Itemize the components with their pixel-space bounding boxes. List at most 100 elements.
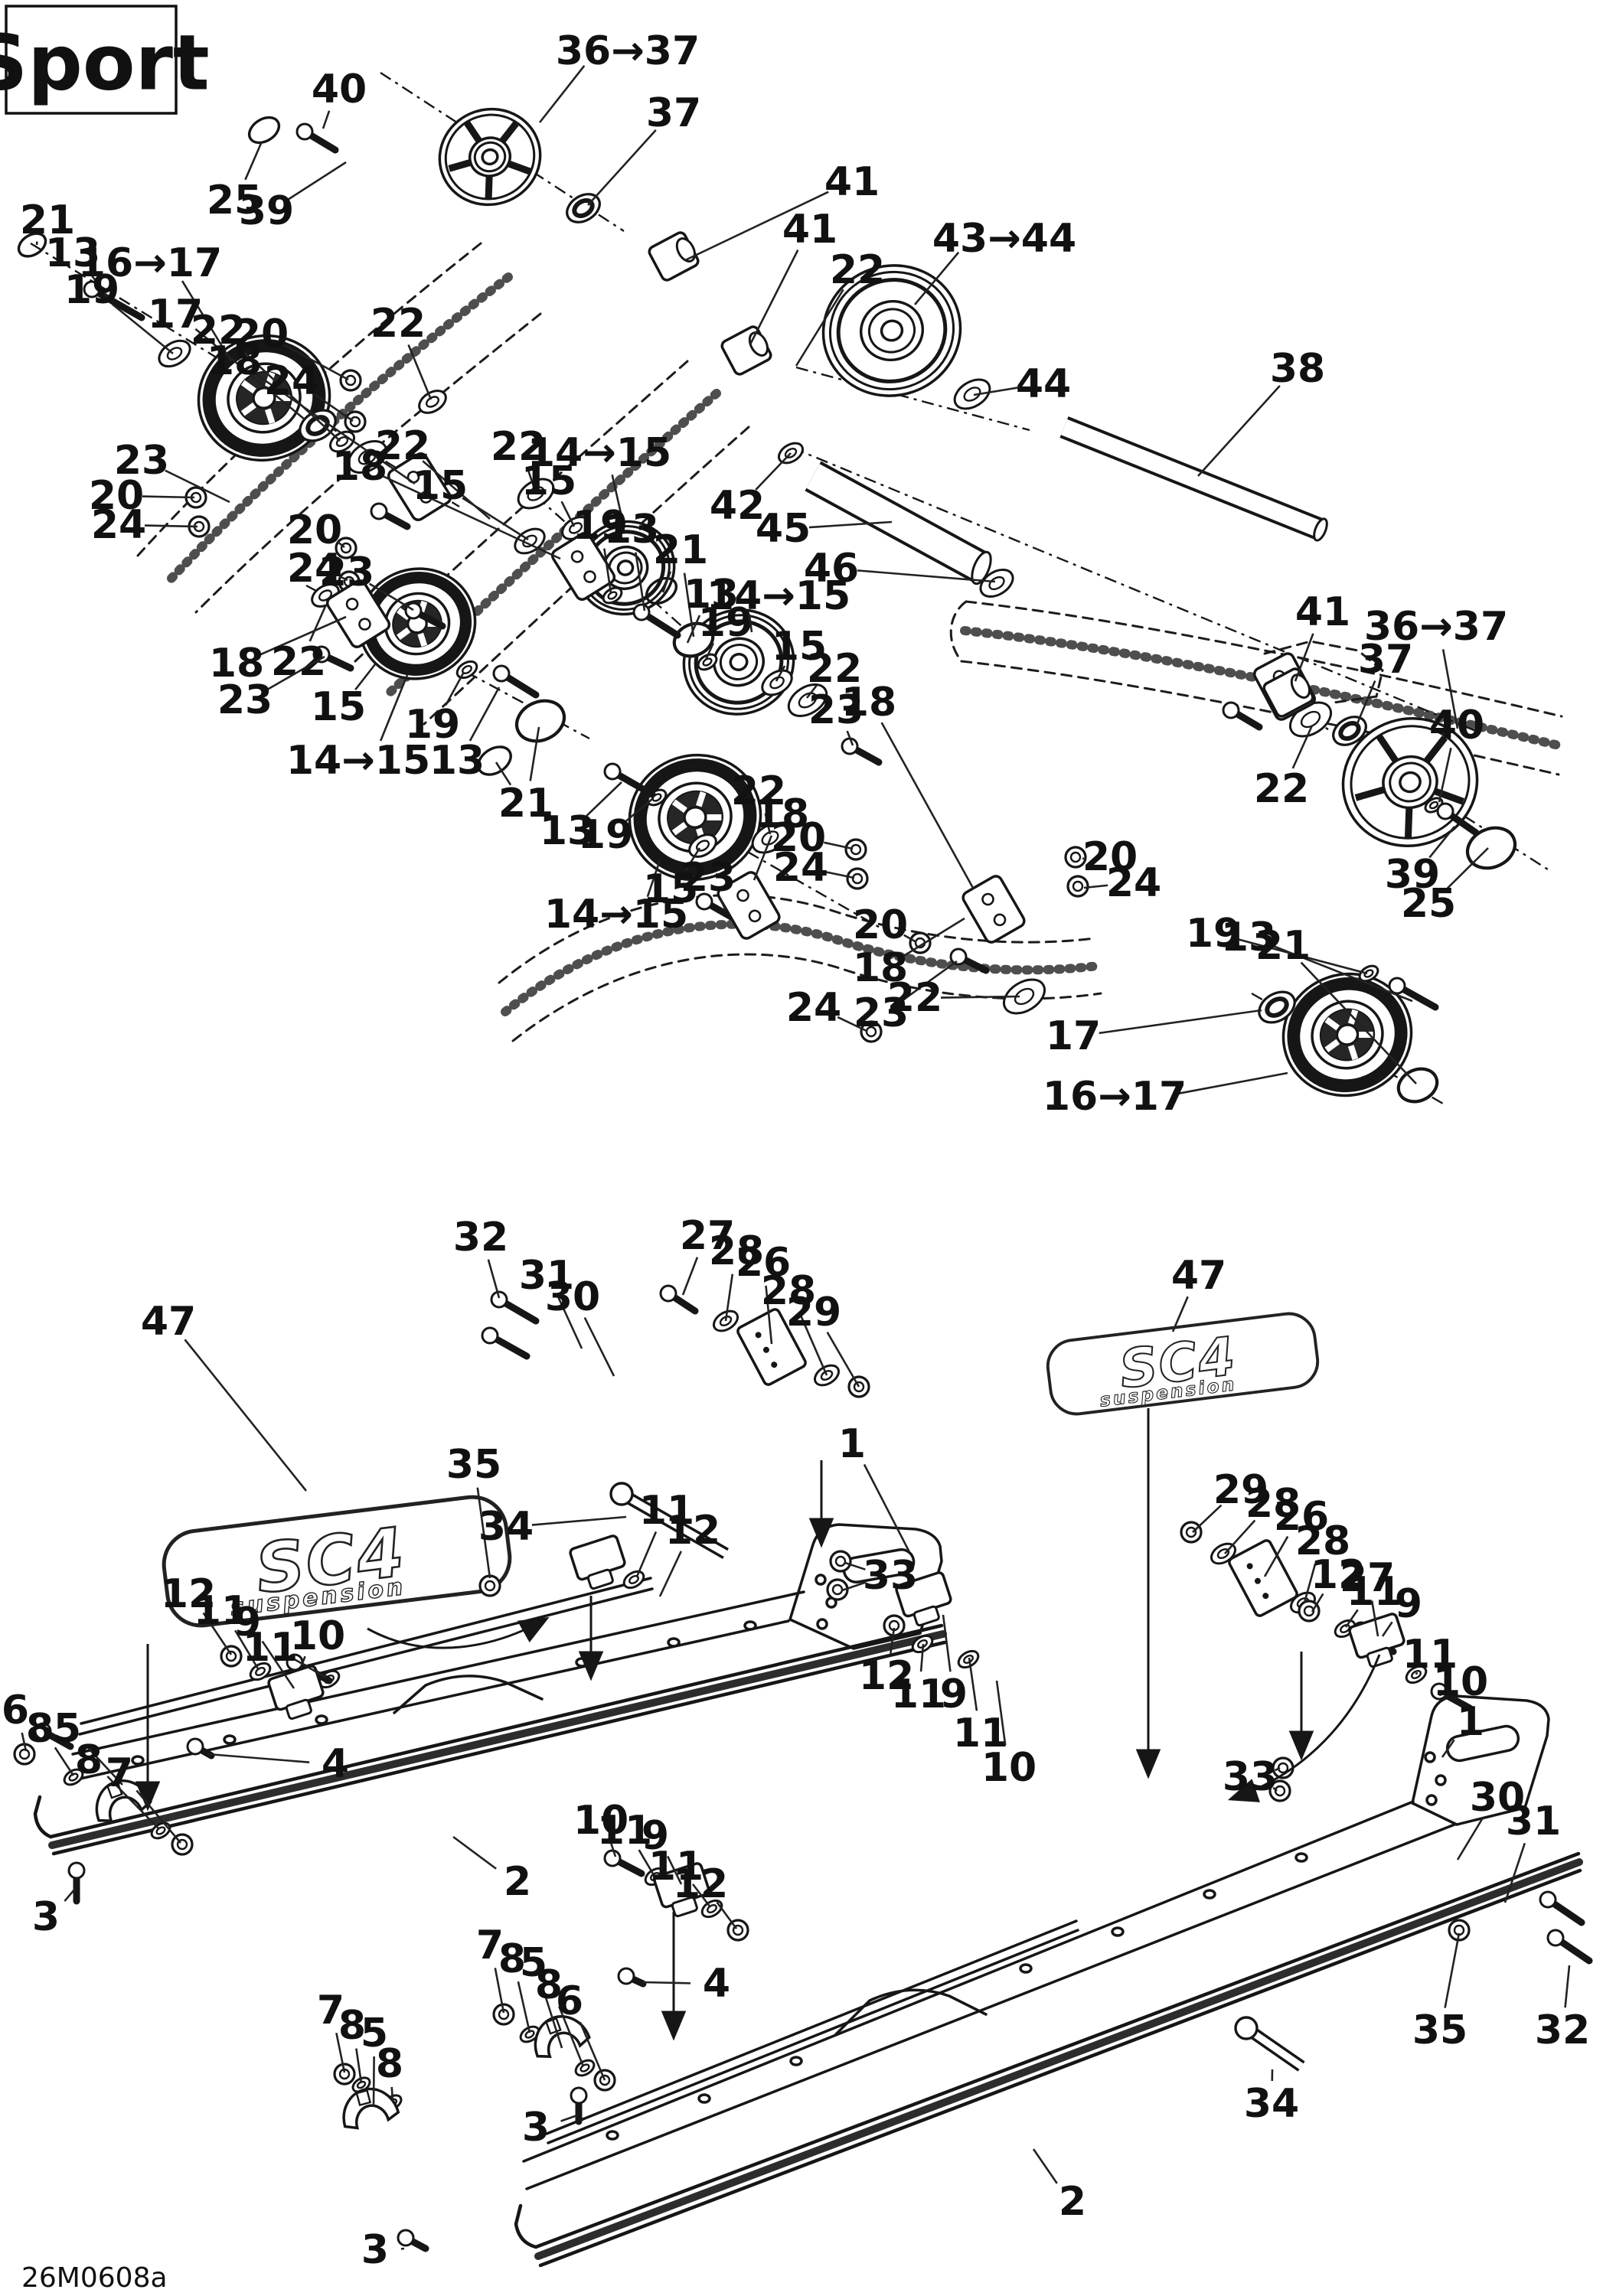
leader-line xyxy=(538,65,586,123)
callout-2: 2 xyxy=(452,1835,531,1905)
callout-11: 11 xyxy=(648,1844,712,1908)
leader-line xyxy=(64,1888,76,1902)
leader-line xyxy=(1171,1296,1189,1332)
callout-19: 19 xyxy=(573,503,628,594)
leader-line xyxy=(526,468,537,494)
callout-number: 12 xyxy=(1311,1552,1366,1598)
mid-rail-edge xyxy=(498,894,1096,984)
washer xyxy=(574,2059,596,2077)
bolt-head xyxy=(370,502,388,520)
callout-number: 10 xyxy=(1433,1659,1488,1705)
nut-hole xyxy=(176,1838,188,1851)
callout-number: 29 xyxy=(786,1290,841,1336)
callout-39: 39 xyxy=(239,161,347,234)
arm-mount-block xyxy=(387,452,452,521)
hole xyxy=(1203,1889,1216,1900)
callout-28: 28 xyxy=(1224,1481,1301,1554)
callout-number: 21 xyxy=(653,527,708,573)
leader-line xyxy=(1177,1071,1288,1095)
slider-stop-block xyxy=(267,1665,325,1720)
logo-border xyxy=(1046,1312,1320,1416)
callout-47: 47 xyxy=(141,1299,308,1492)
callout-11: 11 xyxy=(194,1588,260,1671)
callout-10: 10 xyxy=(981,1680,1037,1791)
callout-number: 10 xyxy=(290,1613,345,1659)
callout-5: 5 xyxy=(54,1706,123,1786)
callout-25: 25 xyxy=(207,141,263,223)
leader-line xyxy=(87,270,111,301)
callout-number: 20 xyxy=(233,311,289,357)
nut-hole xyxy=(851,872,864,885)
leader-line xyxy=(445,671,465,706)
leader-line xyxy=(1344,1609,1359,1628)
callout-number: 8 xyxy=(26,1706,54,1752)
leader-line xyxy=(558,2006,585,2067)
leader-line xyxy=(716,1901,738,1929)
callout-number: 27 xyxy=(1340,1555,1395,1601)
callout-22: 22 xyxy=(731,768,786,835)
leader-line xyxy=(603,548,612,594)
callout-11: 11 xyxy=(953,1657,1008,1756)
callout-4: 4 xyxy=(207,1741,349,1787)
callout-number: 18 xyxy=(209,641,264,687)
callout-number: 35 xyxy=(446,1442,501,1488)
callout-number: 22 xyxy=(830,247,885,293)
callout-number: 21 xyxy=(20,197,75,243)
leader-line xyxy=(973,386,1018,396)
callout-number: 47 xyxy=(141,1299,196,1345)
hole xyxy=(131,1755,145,1766)
nut xyxy=(220,1645,243,1668)
leader-line xyxy=(586,781,622,817)
bolt-head xyxy=(841,737,859,755)
idler-wheel-ring xyxy=(821,264,962,397)
callout-number: 20 xyxy=(1082,834,1138,880)
leader-line xyxy=(1441,1739,1455,1758)
callout-15: 15 xyxy=(521,458,576,527)
callout-number: 13 xyxy=(45,230,100,276)
leader-line xyxy=(237,345,341,442)
tube-end xyxy=(971,550,992,585)
leader-line xyxy=(805,684,818,699)
callout-35: 35 xyxy=(446,1442,501,1579)
leader-line xyxy=(21,1732,28,1752)
callout-number: 41 xyxy=(1295,589,1350,635)
bolt-head xyxy=(1539,1890,1557,1909)
callout-23: 23 xyxy=(854,960,958,1036)
callout-18: 18 xyxy=(209,615,347,687)
assembly-arrow xyxy=(367,1616,550,1649)
callout-23: 23 xyxy=(808,687,864,746)
callout-number: 47 xyxy=(1171,1253,1226,1299)
right-rail-bracket xyxy=(1411,1694,1550,1826)
leader-line xyxy=(724,1274,734,1322)
callout-number: 11 xyxy=(597,1808,652,1854)
leader-line xyxy=(383,475,561,560)
right-rail-tube xyxy=(545,1919,1079,2144)
callout-number: 22 xyxy=(731,768,786,814)
callout-22: 22 xyxy=(375,423,491,520)
callout-11: 11 xyxy=(1402,1632,1458,1678)
callout-12: 12 xyxy=(1311,1552,1366,1613)
callout-17: 17 xyxy=(148,292,305,421)
leader-line xyxy=(704,642,714,660)
callout-26: 26 xyxy=(1263,1494,1329,1577)
washer xyxy=(761,669,793,696)
callout-21: 21 xyxy=(653,527,708,638)
callout-36-37: 36→37 xyxy=(538,28,700,123)
right-runner-strip xyxy=(534,1858,1583,2260)
stopper-block xyxy=(736,1308,807,1386)
callout-41: 41 xyxy=(1294,589,1350,682)
idler-wheel-light xyxy=(438,107,542,207)
callout-11: 11 xyxy=(597,1808,655,1876)
leader-line xyxy=(84,1744,123,1786)
leader-line xyxy=(529,726,540,781)
callout-number: 8 xyxy=(75,1737,103,1783)
washer xyxy=(63,1768,84,1786)
leader-line xyxy=(611,475,623,517)
left-rail-top-edge xyxy=(71,1590,805,1756)
callout-28: 28 xyxy=(1295,1518,1350,1603)
leader-line xyxy=(1446,847,1489,889)
variant-badge: Sport xyxy=(0,5,210,115)
callout-3: 3 xyxy=(361,2227,405,2273)
leader-line xyxy=(942,1614,952,1672)
leader-line xyxy=(684,847,701,872)
